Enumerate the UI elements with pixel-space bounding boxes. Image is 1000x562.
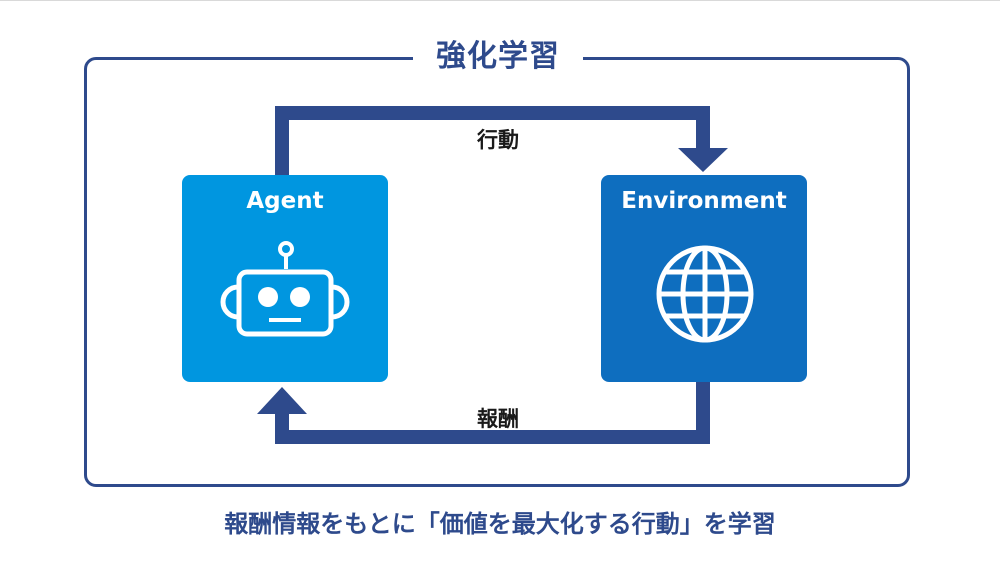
- reward-arrowhead: [257, 387, 307, 414]
- action-arrow-line: [275, 106, 710, 175]
- reward-label: 報酬: [477, 407, 519, 431]
- robot-icon: [220, 241, 350, 337]
- agent-box: Agent: [182, 175, 388, 382]
- top-divider: [0, 0, 1000, 1]
- environment-box: Environment: [601, 175, 807, 382]
- agent-label: Agent: [246, 188, 324, 214]
- frame-title: 強化学習: [413, 37, 583, 77]
- reward-arrow-line: [275, 382, 710, 444]
- caption: 報酬情報をもとに「価値を最大化する行動」を学習: [224, 510, 776, 538]
- action-label: 行動: [477, 128, 519, 152]
- globe-icon: [656, 245, 754, 343]
- environment-label: Environment: [621, 188, 787, 214]
- action-arrowhead: [678, 148, 728, 172]
